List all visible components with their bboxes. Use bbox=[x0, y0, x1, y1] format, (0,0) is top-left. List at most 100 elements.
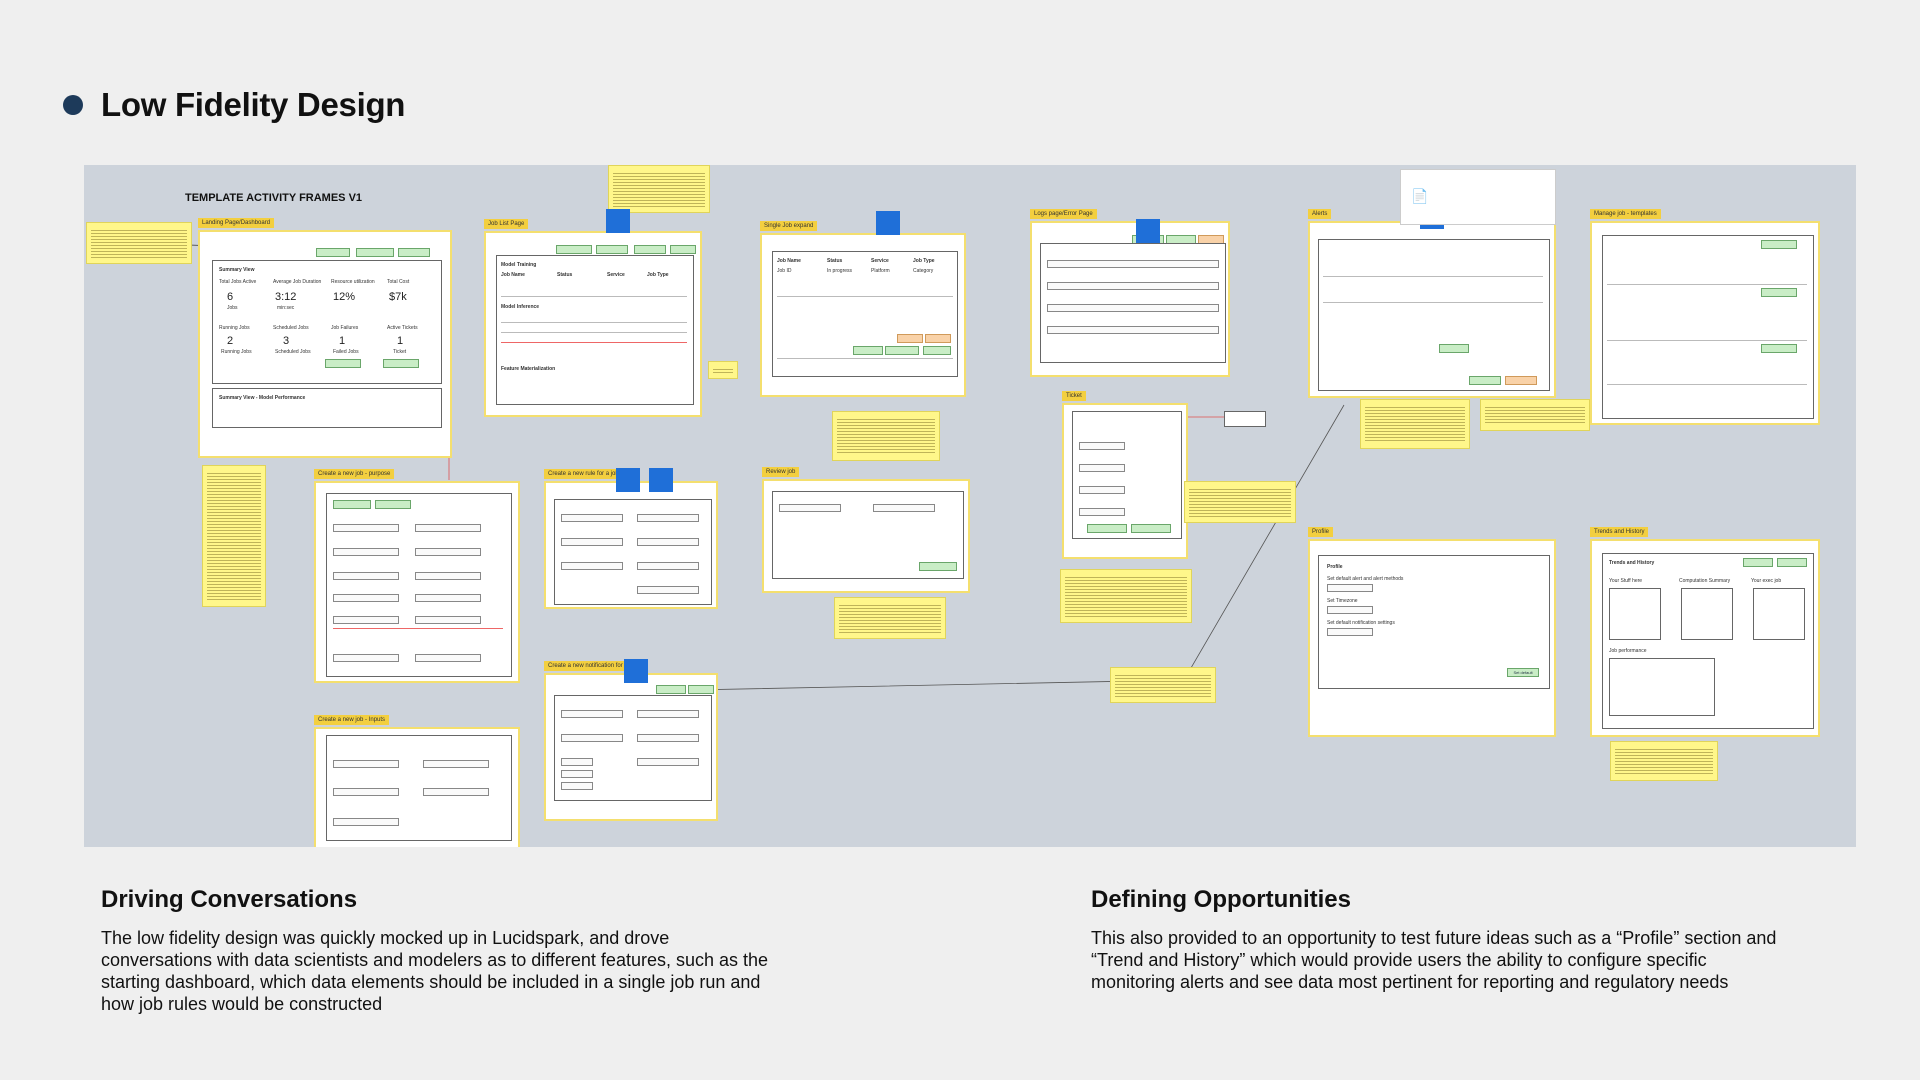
button[interactable] bbox=[853, 346, 883, 355]
button[interactable] bbox=[634, 245, 666, 254]
button[interactable] bbox=[1761, 288, 1797, 297]
form-field[interactable] bbox=[1079, 508, 1125, 516]
frame-manage-job[interactable]: Manage job - templates bbox=[1590, 209, 1820, 425]
form-field[interactable] bbox=[333, 616, 399, 624]
button[interactable] bbox=[923, 346, 951, 355]
form-field[interactable] bbox=[1327, 628, 1373, 636]
sticky-note[interactable] bbox=[608, 165, 710, 213]
frame-profile[interactable]: Profile Profile Set default alert and al… bbox=[1308, 527, 1556, 737]
sticky-note[interactable] bbox=[1060, 569, 1192, 623]
form-field[interactable] bbox=[561, 770, 593, 778]
form-field[interactable] bbox=[561, 514, 623, 522]
sticky-note[interactable] bbox=[86, 222, 192, 264]
frame-ticket[interactable]: Ticket bbox=[1062, 391, 1188, 559]
frame-create-purpose[interactable]: Create a new job - purpose bbox=[314, 469, 520, 683]
form-field[interactable] bbox=[333, 524, 399, 532]
sticky-note[interactable] bbox=[1110, 667, 1216, 703]
button[interactable] bbox=[556, 245, 592, 254]
button[interactable] bbox=[1743, 558, 1773, 567]
blue-marker[interactable] bbox=[616, 468, 640, 492]
form-field[interactable] bbox=[561, 758, 593, 766]
frame-review-job[interactable]: Review job bbox=[762, 467, 970, 593]
form-field[interactable] bbox=[333, 818, 399, 826]
form-field[interactable] bbox=[415, 654, 481, 662]
button[interactable] bbox=[670, 245, 696, 254]
form-field[interactable] bbox=[561, 710, 623, 718]
form-field[interactable] bbox=[637, 734, 699, 742]
form-field[interactable] bbox=[415, 594, 481, 602]
form-field[interactable] bbox=[561, 562, 623, 570]
button[interactable] bbox=[596, 245, 628, 254]
document-card[interactable]: 📄 bbox=[1400, 169, 1556, 225]
button[interactable] bbox=[885, 346, 919, 355]
form-field[interactable] bbox=[637, 514, 699, 522]
form-field[interactable] bbox=[637, 562, 699, 570]
form-field[interactable] bbox=[415, 548, 481, 556]
log-field[interactable] bbox=[1047, 326, 1219, 334]
button[interactable] bbox=[1761, 240, 1797, 249]
button[interactable] bbox=[316, 248, 350, 257]
sticky-note[interactable] bbox=[832, 411, 940, 461]
log-field[interactable] bbox=[1047, 304, 1219, 312]
button[interactable] bbox=[398, 248, 430, 257]
button[interactable] bbox=[1087, 524, 1127, 533]
sticky-note[interactable] bbox=[1184, 481, 1296, 523]
form-field[interactable] bbox=[637, 538, 699, 546]
form-field[interactable] bbox=[873, 504, 935, 512]
frame-create-inputs[interactable]: Create a new job - Inputs bbox=[314, 715, 520, 847]
button[interactable] bbox=[1469, 376, 1501, 385]
button[interactable] bbox=[375, 500, 411, 509]
button[interactable] bbox=[688, 685, 714, 694]
log-field[interactable] bbox=[1047, 260, 1219, 268]
frame-logs-error[interactable]: Logs page/Error Page bbox=[1030, 209, 1230, 377]
button[interactable] bbox=[1761, 344, 1797, 353]
blue-marker[interactable] bbox=[649, 468, 673, 492]
form-field[interactable] bbox=[333, 548, 399, 556]
button[interactable] bbox=[1439, 344, 1469, 353]
frame-create-notification[interactable]: Create a new notification for a job bbox=[544, 661, 718, 821]
blue-marker[interactable] bbox=[1136, 219, 1160, 243]
form-field[interactable] bbox=[1079, 464, 1125, 472]
button[interactable] bbox=[925, 334, 951, 343]
button[interactable] bbox=[1777, 558, 1807, 567]
form-field[interactable] bbox=[637, 710, 699, 718]
form-field[interactable] bbox=[415, 572, 481, 580]
form-field[interactable] bbox=[1079, 486, 1125, 494]
form-field[interactable] bbox=[333, 788, 399, 796]
form-field[interactable] bbox=[561, 734, 623, 742]
frame-job-list[interactable]: Job List Page Model Training Job Name St… bbox=[484, 219, 702, 417]
sticky-note[interactable] bbox=[1360, 399, 1470, 449]
blue-marker[interactable] bbox=[876, 211, 900, 235]
form-field[interactable] bbox=[637, 586, 699, 594]
button[interactable] bbox=[919, 562, 957, 571]
form-field[interactable] bbox=[1327, 584, 1373, 592]
form-field[interactable] bbox=[1327, 606, 1373, 614]
button[interactable] bbox=[1131, 524, 1171, 533]
button[interactable] bbox=[325, 359, 361, 368]
sticky-note[interactable] bbox=[1610, 741, 1718, 781]
whiteboard-canvas[interactable]: TEMPLATE ACTIVITY FRAMES V1 Landing Page… bbox=[84, 165, 1856, 847]
form-field[interactable] bbox=[779, 504, 841, 512]
form-field[interactable] bbox=[423, 788, 489, 796]
frame-single-job[interactable]: Single Job expand Job Name Status Servic… bbox=[760, 221, 966, 397]
form-field[interactable] bbox=[333, 572, 399, 580]
log-field[interactable] bbox=[1047, 282, 1219, 290]
frame-trends-history[interactable]: Trends and History Trends and History Yo… bbox=[1590, 527, 1820, 737]
button[interactable] bbox=[356, 248, 394, 257]
form-field[interactable] bbox=[333, 760, 399, 768]
button[interactable] bbox=[1505, 376, 1537, 385]
sticky-note[interactable] bbox=[834, 597, 946, 639]
form-field[interactable] bbox=[637, 758, 699, 766]
button[interactable] bbox=[333, 500, 371, 509]
frame-alerts[interactable]: Alerts bbox=[1308, 209, 1556, 398]
button[interactable] bbox=[383, 359, 419, 368]
button[interactable] bbox=[897, 334, 923, 343]
form-field[interactable] bbox=[333, 654, 399, 662]
blue-marker[interactable] bbox=[606, 209, 630, 233]
form-field[interactable] bbox=[561, 782, 593, 790]
sticky-note[interactable] bbox=[708, 361, 738, 379]
blue-marker[interactable] bbox=[624, 659, 648, 683]
form-field[interactable] bbox=[1079, 442, 1125, 450]
form-field[interactable] bbox=[561, 538, 623, 546]
frame-landing-dashboard[interactable]: Landing Page/Dashboard Summary View Tota… bbox=[198, 218, 452, 458]
